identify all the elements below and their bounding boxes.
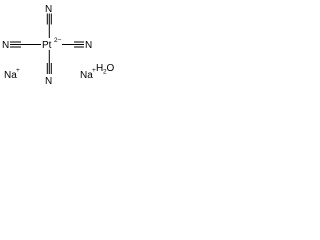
nitrogen-left: N xyxy=(2,40,9,51)
water-hydrate: H 2 O xyxy=(96,63,115,76)
nitrogen-right: N xyxy=(85,40,92,51)
platinum-charge: 2− xyxy=(54,37,62,44)
oxygen-symbol: O xyxy=(107,63,115,74)
sodium-ion-right: Na + xyxy=(80,67,96,81)
cyanide-bottom: N xyxy=(45,50,52,87)
cyanide-top: N xyxy=(45,4,52,38)
sodium-ion-left: Na + xyxy=(4,67,20,81)
chemical-structure: N N Pt 2− N N Na + Na + xyxy=(2,4,115,87)
hydrogen-count: 2 xyxy=(103,69,107,76)
sodium-charge: + xyxy=(16,67,20,74)
platinum-center: Pt 2− xyxy=(42,37,62,51)
sodium-symbol: Na xyxy=(80,70,93,81)
nitrogen-bottom: N xyxy=(45,76,52,87)
platinum-symbol: Pt xyxy=(42,40,52,51)
hydrogen-symbol: H xyxy=(96,63,103,74)
nitrogen-top: N xyxy=(45,4,52,15)
sodium-charge: + xyxy=(92,67,96,74)
cyanide-left: N xyxy=(2,40,41,51)
cyanide-right: N xyxy=(62,40,92,51)
sodium-symbol: Na xyxy=(4,70,17,81)
